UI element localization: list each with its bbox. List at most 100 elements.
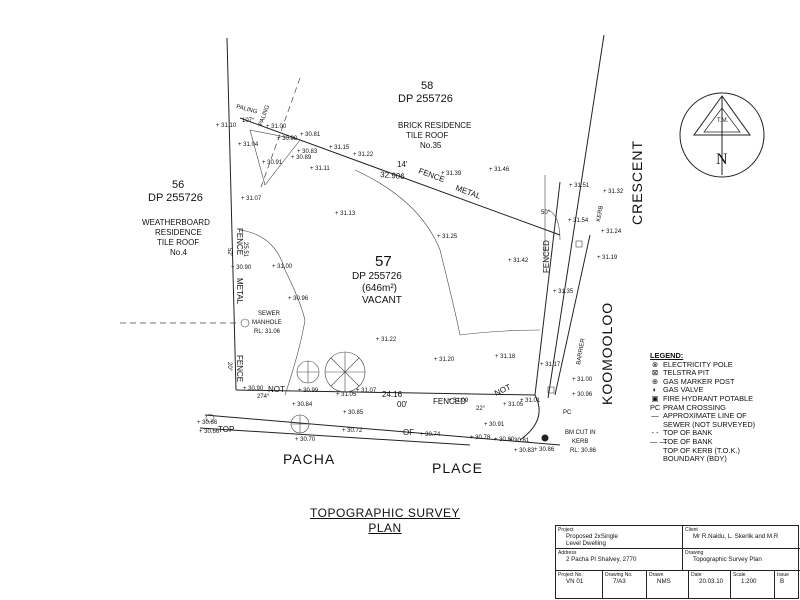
fence-bottom-left-label: FENCE [235,355,244,382]
spot-level: + 31.09 [448,398,469,404]
spot-level: + 30.72 [342,428,363,434]
bearing-left: 20° [226,362,232,372]
drawing-no-value: 7/A3 [613,578,626,585]
legend-title: LEGEND: [650,351,684,360]
drawing-title: TOPOGRAPHIC SURVEY PLAN [300,506,470,536]
legend: LEGEND: ⊗ELECTRICITY POLE⊠TELSTRA PIT⊕GA… [650,351,800,464]
legend-text: PRAM CROSSING [663,402,726,412]
bm-rl: RL: 30.86 [570,448,597,454]
legend-item: ◐GAS VALVE [650,386,800,395]
legend-item: TOP OF KERB (T.O.K.) [650,446,800,456]
spot-level: + 30.86 [534,447,555,453]
project-caption: Project [558,527,574,533]
spot-level: + 31.54 [568,218,589,224]
lot58-desc1: BRICK RESIDENCE [398,121,471,130]
address-value: 2 Pacha Pl Shalvey, 2770 [566,556,637,563]
spot-level: + 31.04 [238,142,259,148]
legend-item: ⊠TELSTRA PIT [650,369,800,378]
drawing-caption: Drawing [685,550,704,556]
date-caption: Date [691,572,702,578]
spot-level: + 31.24 [601,229,622,235]
spot-level: + 31.05 [503,402,524,408]
legend-symbol: ⊕ [651,376,659,386]
pc-label: PC [563,410,572,416]
not-left-label: NOT [268,385,285,394]
spot-level: + 30.83 [297,149,318,155]
metal-left-label: METAL [235,278,244,305]
electricity-pole-symbol [205,413,215,423]
lot58-dp: DP 255726 [398,93,453,105]
kerb-line-2 [554,234,591,396]
drawing-no-cell: Drawing No. 7/A3 [603,571,647,599]
legend-items: ⊗ELECTRICITY POLE⊠TELSTRA PIT⊕GAS MARKER… [650,359,800,464]
legend-text: APPROXIMATE LINE OF [663,411,747,421]
spot-level: + 30.90 [243,386,264,392]
spot-level: + 31.25 [437,234,458,240]
address-caption: Address [558,550,577,556]
kerb-return [519,394,540,441]
spot-level: + 31.22 [376,337,397,343]
spot-level: + 31.10 [216,123,237,129]
tree-large [324,351,366,393]
title-line-1: TOPOGRAPHIC SURVEY [310,506,460,520]
date-cell: Date 20.03.10 [689,571,731,599]
issue-cell: Issue B [775,571,798,599]
barrier-label: BARRIER [576,337,587,365]
bearing-bottom: 274° [257,394,270,400]
spot-level: + 30.84 [292,402,313,408]
client-caption: Client [685,527,698,533]
small-107: 107° [242,118,255,124]
project-no-cell: Project No. VN 01 [556,571,603,599]
spot-level: + 30.74 [420,432,441,438]
bm-label-1: BM CUT IN [565,430,596,436]
lot56-desc1: WEATHERBOARD [142,218,210,227]
drawing-value: Topographic Survey Plan [693,556,762,563]
contour-line-3 [249,129,301,186]
legend-item: - -TOP OF BANK [650,429,800,438]
dim-bottom-dist: 24.16 [382,390,403,399]
legend-symbol: ⊠ [651,368,659,378]
legend-symbol: ⊗ [651,359,659,369]
tree-small [290,414,310,434]
top-label: TOP [218,425,234,434]
tm-label: T.M. [717,118,729,124]
bm-label-2: KERB [572,439,588,445]
telstra-pit-symbol [547,386,555,394]
dim-left-dist: 25.51 [242,242,248,258]
issue-value: B [780,578,785,585]
lot56-desc3: TILE ROOF [157,238,199,247]
lot58-number: 58 [421,80,433,92]
spot-level: + 30.91 [484,422,505,428]
address-cell: Address 2 Pacha Pl Shalvey, 2770 [556,549,683,571]
spot-level: + 30.99 [298,388,319,394]
legend-item: ⊗ELECTRICITY POLE [650,359,800,370]
spot-level: + 31.15 [329,145,350,151]
legend-text: BOUNDARY (BDY) [663,454,727,464]
title-block: Project Proposed 2xSingle Level Dwelling… [555,525,800,599]
sewer-rl: RL: 31.06 [254,329,281,335]
spot-level: + 30.96 [288,296,309,302]
lot56-desc2: RESIDENCE [155,228,202,237]
road-top-line [204,414,561,446]
north-arrow [679,92,765,178]
spot-level: + 31.01 [520,398,541,404]
spot-level: + 31.00 [266,124,287,130]
left-boundary [226,37,237,391]
contour-line-4 [544,175,561,260]
spot-level: + 30.80 [494,437,515,443]
contour-line-2 [354,169,541,336]
legend-symbol: - - [651,428,659,438]
contour-line-1 [239,229,306,396]
scale-cell: Scale 1:200 [731,571,775,599]
small-22: 22° [476,406,486,412]
lot58-desc2: TILE ROOF [406,131,448,140]
spot-level: + 30.96 [572,392,593,398]
fenced-bottom-label: FENCED [433,397,466,406]
legend-item: ▣FIRE HYDRANT POTABLE [650,394,800,404]
sewer-manhole-symbol [240,318,250,328]
spot-level: + 30.78 [470,435,491,441]
project-value-2: Level Dwelling [566,540,606,547]
spot-level: + 31.20 [434,357,455,363]
